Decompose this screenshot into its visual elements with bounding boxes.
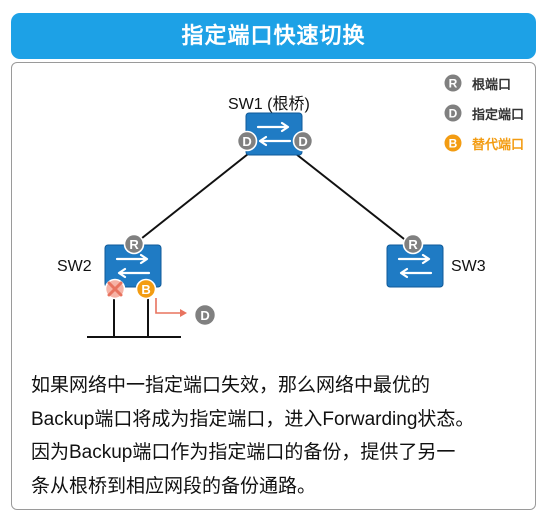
svg-text:R: R	[408, 237, 418, 252]
sw2-root-port: R	[123, 233, 145, 255]
description-line: 因为Backup端口作为指定端口的备份，提供了另一	[31, 442, 456, 463]
sw2-alternate-port: B	[135, 278, 157, 300]
sw2-label: SW2	[57, 258, 92, 275]
link-sw1-sw2	[131, 153, 249, 247]
legend-alternate-badge: B	[444, 134, 462, 152]
transition-arrow	[155, 298, 183, 314]
svg-text:B: B	[141, 282, 150, 297]
title-bar: 指定端口快速切换	[11, 13, 536, 59]
legend-alternate-label: 替代端口	[472, 137, 525, 152]
sw3-label: SW3	[451, 258, 486, 275]
svg-text:B: B	[449, 137, 458, 151]
svg-text:D: D	[242, 134, 251, 149]
svg-text:D: D	[200, 308, 209, 323]
sw2-failed-port	[104, 278, 126, 300]
svg-text:R: R	[449, 77, 458, 91]
sw1-designated-port-right: D	[292, 130, 314, 152]
sw3-root-port: R	[402, 233, 424, 255]
svg-text:D: D	[298, 134, 307, 149]
description: 如果网络中一指定端口失效，那么网络中最优的 Backup端口将成为指定端口，进入…	[31, 369, 527, 503]
link-sw1-sw3	[295, 153, 414, 247]
description-line: 如果网络中一指定端口失效，那么网络中最优的	[31, 375, 431, 396]
svg-text:D: D	[449, 107, 458, 121]
legend-root-badge: R	[444, 74, 462, 92]
description-line: Backup端口将成为指定端口，进入Forwarding状态。	[31, 408, 475, 430]
transition-arrowhead	[180, 309, 187, 317]
legend-designated-badge: D	[444, 104, 462, 122]
svg-text:R: R	[129, 237, 139, 252]
legend-root-label: 根端口	[472, 77, 512, 92]
sw1-designated-port-left: D	[236, 130, 258, 152]
legend-designated-label: 指定端口	[472, 107, 525, 122]
title: 指定端口快速切换	[181, 23, 366, 48]
new-designated-port: D	[193, 303, 217, 327]
sw1-label: SW1 (根桥)	[228, 96, 310, 113]
description-line: 条从根桥到相应网段的备份通路。	[31, 475, 317, 497]
cross-icon	[107, 281, 123, 297]
